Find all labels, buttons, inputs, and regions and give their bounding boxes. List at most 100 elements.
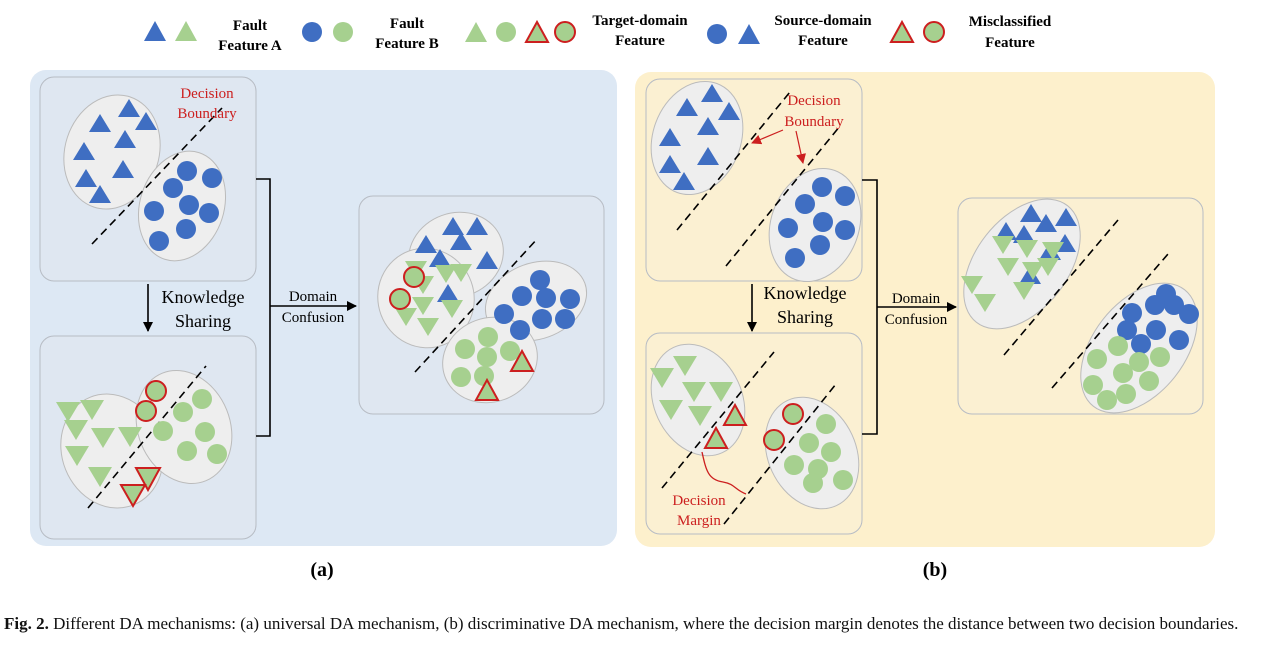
decision-boundary-line <box>91 107 223 245</box>
target-circle-icon <box>496 22 516 42</box>
source-circle <box>144 201 164 221</box>
figure-caption: Fig. 2. Different DA mechanisms: (a) uni… <box>4 612 1266 636</box>
source-feature-b-group <box>1117 284 1199 354</box>
legend-label-source-line2: Feature <box>798 33 848 49</box>
source-triangle <box>659 155 681 173</box>
misclassified-circle <box>403 266 425 288</box>
target-circle <box>474 366 494 386</box>
source-circle <box>555 309 575 329</box>
decision-boundary-line <box>676 91 791 231</box>
source-circle <box>778 218 798 238</box>
target-circle <box>1139 371 1159 391</box>
source-circle <box>199 203 219 223</box>
panel-a-label: (a) <box>310 559 333 581</box>
decision-boundary-line <box>661 351 775 489</box>
target-circle <box>1083 375 1103 395</box>
domain-confusion-label-line2: Confusion <box>282 310 345 326</box>
misclassified-group <box>119 380 167 509</box>
target-circle <box>207 444 227 464</box>
decision-boundary-line <box>87 365 207 509</box>
target-feature-a-group <box>56 400 142 487</box>
domain-confusion-label-line2: Confusion <box>885 312 948 328</box>
target-triangle <box>1013 282 1035 300</box>
panel-b-aligned-box <box>957 197 1204 415</box>
caption-prefix: Fig. 2. <box>4 614 49 633</box>
target-circle <box>195 422 215 442</box>
target-triangle <box>118 427 142 447</box>
source-feature-a-group <box>415 217 498 302</box>
legend-label-fault-b-line1: Fault <box>390 16 424 32</box>
target-triangle <box>412 297 434 315</box>
target-circle <box>500 341 520 361</box>
legend-label-target-line1: Target-domain <box>592 13 688 29</box>
source-triangle <box>89 114 111 132</box>
panel-b-source-box: Decision Boundary <box>645 78 863 283</box>
target-triangle <box>673 356 697 376</box>
misclassified-circle <box>389 288 411 310</box>
source-circle <box>532 309 552 329</box>
decision-boundary-label-line1: Decision <box>787 93 841 109</box>
target-circle <box>784 455 804 475</box>
misclassified-triangle <box>134 467 162 493</box>
domain-confusion-label-line1: Domain <box>892 291 941 307</box>
legend-label-source-line1: Source-domain <box>774 13 872 29</box>
decision-margin-label-line1: Decision <box>672 493 726 509</box>
source-feature-b-group <box>494 270 580 340</box>
target-triangle <box>1022 262 1044 280</box>
source-feature-b-group <box>144 161 222 251</box>
source-circle <box>177 161 197 181</box>
misclassified-circle <box>135 400 157 422</box>
source-triangle <box>697 117 719 135</box>
source-circle <box>530 270 550 290</box>
legend-item-fault-feature-a: Fault Feature A <box>144 18 282 54</box>
target-circle <box>177 441 197 461</box>
source-circle-icon <box>707 24 727 44</box>
legend-label-target-line2: Feature <box>615 33 665 49</box>
source-circle <box>1145 295 1165 315</box>
source-circle <box>1164 295 1184 315</box>
decision-boundary-pointer <box>751 129 784 145</box>
source-circle <box>149 231 169 251</box>
target-triangle <box>961 276 983 294</box>
source-triangle <box>697 147 719 165</box>
decision-margin-label-line2: Margin <box>677 513 721 529</box>
target-circle <box>821 442 841 462</box>
source-triangle <box>429 249 451 267</box>
source-triangle-icon <box>144 21 166 41</box>
source-triangle <box>673 172 695 190</box>
target-feature-b-group <box>451 327 520 387</box>
source-triangle <box>75 169 97 187</box>
target-circle <box>1116 384 1136 404</box>
misclassified-triangle <box>119 484 147 509</box>
source-triangle <box>659 128 681 146</box>
legend-label-fault-a-line1: Fault <box>233 18 267 34</box>
target-circle <box>1097 390 1117 410</box>
knowledge-sharing-label-line1: Knowledge <box>764 283 847 303</box>
source-triangle <box>73 142 95 160</box>
source-circle <box>835 186 855 206</box>
source-circle <box>1169 330 1189 350</box>
legend: Fault Feature A Fault Feature B Target-d… <box>144 13 1052 54</box>
panel-b-target-box: Decision Margin <box>645 332 863 535</box>
legend-item-source-domain: Source-domain Feature <box>707 13 872 49</box>
source-circle <box>494 304 514 324</box>
target-circle <box>1129 352 1149 372</box>
target-triangle <box>417 318 439 336</box>
decision-boundary-line <box>723 383 837 525</box>
source-circle-icon <box>302 22 322 42</box>
legend-item-misclassified: Misclassified Feature <box>889 14 1052 51</box>
source-triangle <box>466 217 488 235</box>
target-triangle <box>1042 242 1064 260</box>
source-triangle <box>437 284 459 302</box>
source-circle <box>812 177 832 197</box>
legend-label-fault-b-line2: Feature B <box>375 36 438 52</box>
misclassified-triangle-icon <box>889 19 915 43</box>
source-circle <box>560 289 580 309</box>
target-feature-b-group <box>1083 336 1170 410</box>
source-triangle <box>114 130 136 148</box>
target-triangle-icon <box>175 21 197 41</box>
source-triangle <box>1020 204 1042 222</box>
source-circle <box>176 219 196 239</box>
domain-confusion-label-line1: Domain <box>289 289 338 305</box>
